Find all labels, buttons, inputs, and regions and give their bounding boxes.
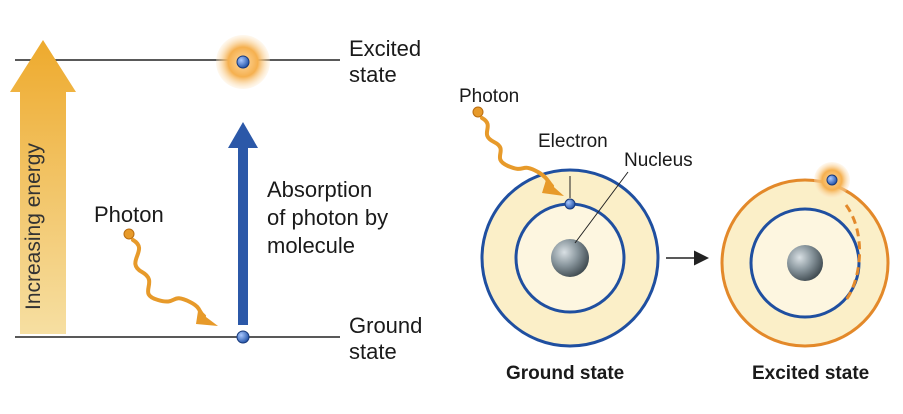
nucleus-leader <box>574 171 629 244</box>
increasing-energy-label: Increasing energy <box>22 143 45 310</box>
photon-left <box>123 228 218 326</box>
ground-electron <box>236 330 250 344</box>
absorption-arrow <box>228 122 258 325</box>
ground-state-label: Ground state <box>349 313 423 364</box>
absorption-label: Absorption of photon by molecule <box>267 177 389 258</box>
excited-state-label: Excited state <box>349 36 422 87</box>
ground-state-atom <box>480 168 660 348</box>
electron-label: Electron <box>538 131 608 152</box>
ground-state-caption: Ground state <box>506 363 625 384</box>
photon-label-left: Photon <box>94 202 164 227</box>
increasing-energy-arrow <box>10 40 76 334</box>
nucleus-label: Nucleus <box>624 150 693 171</box>
excited-state-caption: Excited state <box>752 363 870 384</box>
excited-electron <box>216 35 270 89</box>
excited-state-atom <box>720 162 890 348</box>
photon-label-right: Photon <box>459 86 520 107</box>
photon-right <box>472 106 564 196</box>
